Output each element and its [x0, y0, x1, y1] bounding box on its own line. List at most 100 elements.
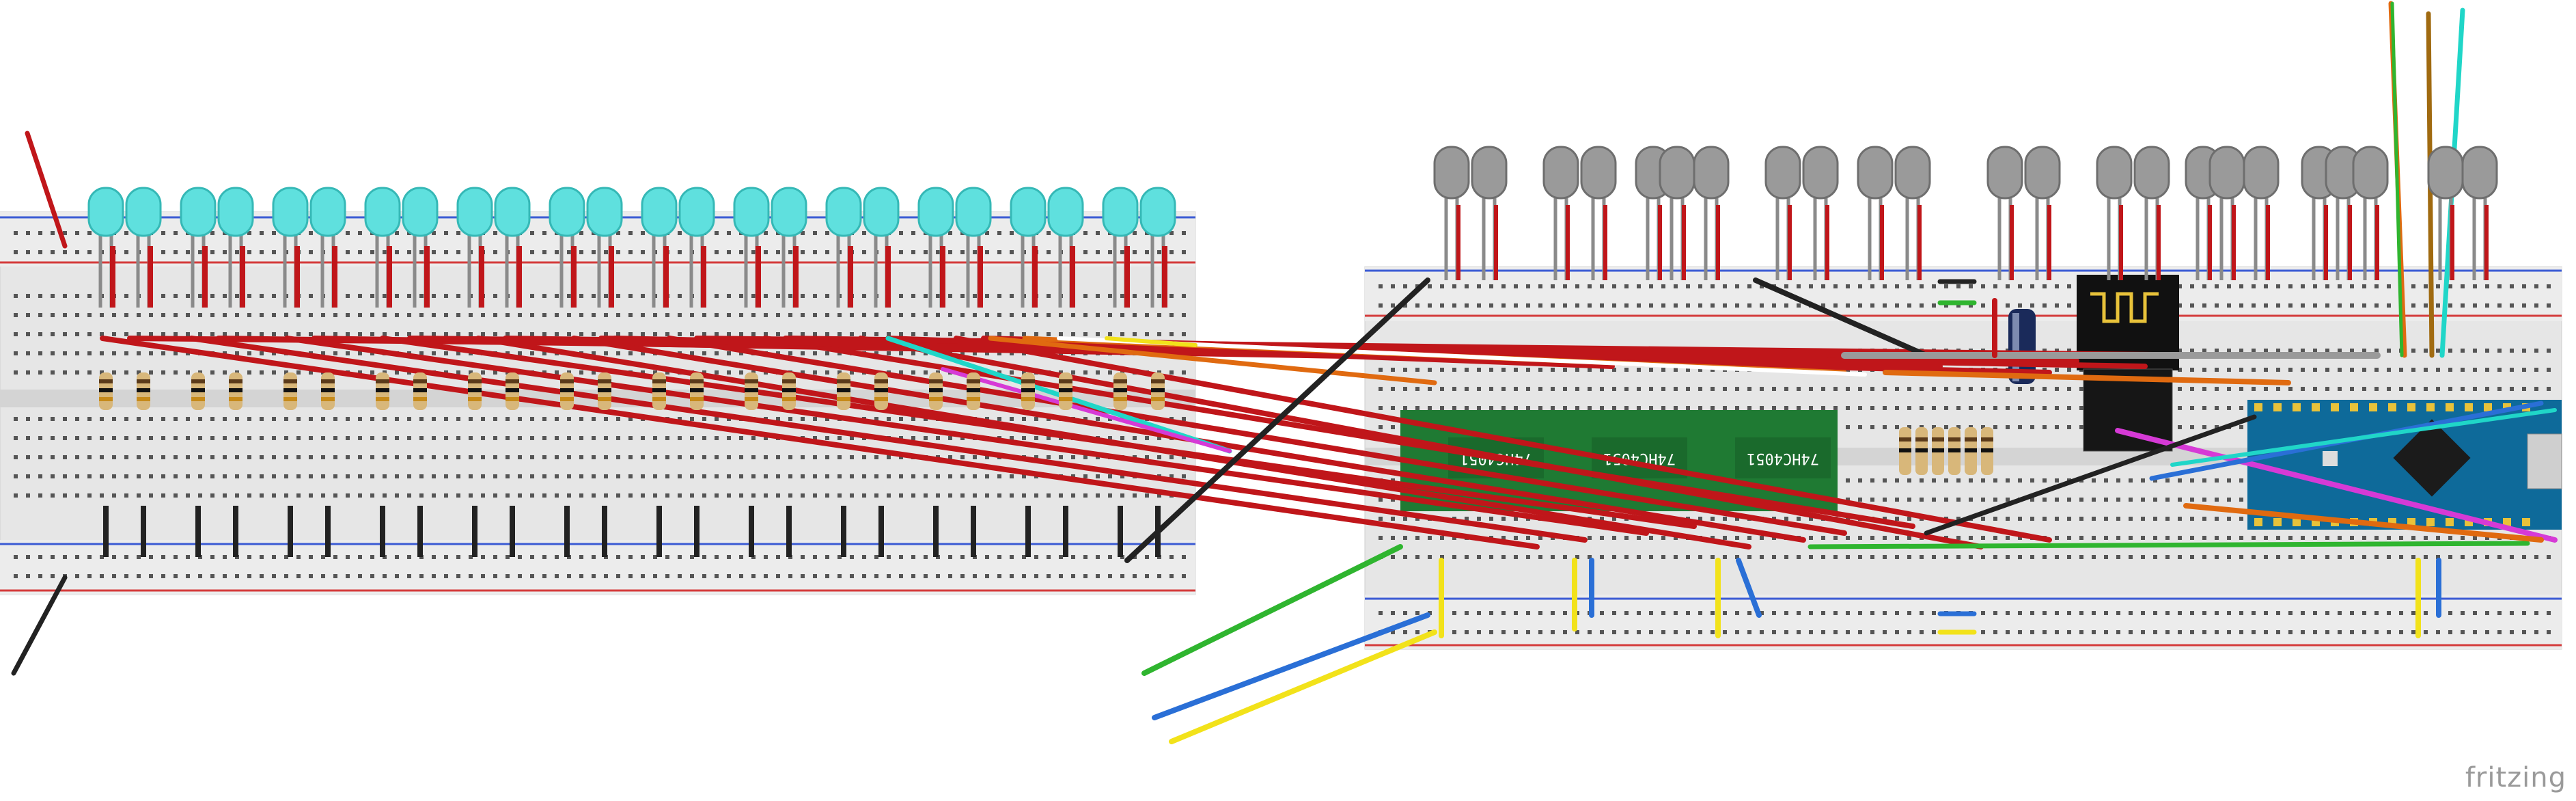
breadboard-hole: [333, 474, 337, 478]
reset-button[interactable]: [2323, 451, 2338, 466]
breadboard-hole: [2116, 498, 2120, 502]
breadboard-hole: [2448, 368, 2452, 372]
usb-connector[interactable]: [2527, 433, 2562, 489]
breadboard-hole: [75, 555, 79, 559]
breadboard-hole: [186, 455, 190, 459]
breadboard-hole: [1920, 303, 1924, 308]
breadboard-hole: [874, 474, 878, 478]
breadboard-hole: [1071, 313, 1075, 317]
breadboard-hole: [628, 351, 633, 355]
breadboard-hole: [1624, 284, 1629, 288]
breadboard-hole: [1489, 303, 1493, 308]
arduino-header-pin: [2350, 403, 2358, 411]
breadboard-hole: [2067, 517, 2071, 521]
breadboard-hole: [100, 574, 104, 578]
breadboard-hole: [2276, 368, 2280, 372]
breadboard-hole: [432, 294, 436, 298]
breadboard-hole: [223, 455, 227, 459]
breadboard-hole: [960, 574, 965, 578]
breadboard-hole: [1047, 455, 1051, 459]
breadboard-hole: [1956, 536, 1961, 540]
breadboard-hole: [1883, 425, 1887, 429]
breadboard-hole: [284, 555, 288, 559]
breadboard-hole: [1649, 555, 1653, 559]
breadboard-hole: [1059, 370, 1063, 375]
breadboard-hole: [1686, 555, 1690, 559]
breadboard-hole: [1575, 284, 1579, 288]
breadboard-hole: [1711, 303, 1715, 308]
breadboard-hole: [2227, 303, 2231, 308]
breadboard-hole: [862, 455, 866, 459]
breadboard-hole: [1133, 493, 1137, 498]
breadboard-hole: [2042, 425, 2047, 429]
breadboard-hole: [924, 332, 928, 336]
breadboard-hole: [149, 417, 153, 421]
breadboard-hole: [641, 493, 645, 498]
breadboard-hole: [2239, 349, 2243, 353]
resistor-band: [967, 379, 980, 383]
resistor-band: [690, 397, 704, 401]
breadboard-hole: [1145, 493, 1149, 498]
breadboard-hole: [1883, 387, 1887, 391]
breadboard-hole: [1477, 611, 1481, 615]
breadboard-hole: [2178, 555, 2182, 559]
breadboard-hole: [2374, 387, 2379, 391]
breadboard-hole: [38, 493, 42, 498]
breadboard-hole: [1858, 630, 1862, 634]
gray-led: [1857, 146, 1894, 200]
breadboard-hole: [1526, 611, 1530, 615]
breadboard-hole: [899, 455, 903, 459]
resistor-band: [229, 379, 243, 383]
breadboard-hole: [2178, 406, 2182, 410]
breadboard-hole: [2485, 630, 2489, 634]
breadboard-hole: [1797, 517, 1801, 521]
breadboard-hole: [1809, 555, 1813, 559]
breadboard-hole: [2239, 498, 2243, 502]
mux-chip-3[interactable]: 74HC4051: [1735, 437, 1831, 478]
breadboard-hole: [444, 231, 448, 235]
breadboard-hole: [690, 574, 694, 578]
breadboard-hole: [1711, 387, 1715, 391]
breadboard-hole: [1182, 294, 1186, 298]
arduino-nano[interactable]: [2247, 400, 2562, 530]
breadboard-hole: [174, 417, 178, 421]
breadboard-hole: [1538, 555, 1542, 559]
breadboard-hole: [1833, 284, 1838, 288]
breadboard-hole: [223, 313, 227, 317]
breadboard-hole: [38, 370, 42, 375]
breadboard-hole: [1465, 303, 1469, 308]
breadboard-hole: [1010, 351, 1014, 355]
cyan-led: [549, 187, 585, 237]
breadboard-hole: [198, 436, 202, 440]
breadboard-hole: [1379, 611, 1383, 615]
breadboard-hole: [592, 332, 596, 336]
breadboard-hole: [2178, 349, 2182, 353]
breadboard-hole: [2079, 425, 2083, 429]
breadboard-hole: [1108, 574, 1112, 578]
breadboard-hole: [26, 250, 30, 254]
breadboard-hole: [2374, 368, 2379, 372]
breadboard-hole: [1010, 231, 1014, 235]
breadboard-hole: [444, 474, 448, 478]
breadboard-hole: [235, 294, 239, 298]
breadboard-hole: [1760, 630, 1764, 634]
breadboard-hole: [1403, 368, 1407, 372]
breadboard-hole: [1612, 555, 1616, 559]
breadboard-hole: [75, 332, 79, 336]
breadboard-hole: [2141, 611, 2145, 615]
breadboard-hole: [1428, 303, 1432, 308]
breadboard-hole: [567, 332, 571, 336]
breadboard-hole: [456, 455, 460, 459]
breadboard-hole: [1108, 474, 1112, 478]
breadboard-hole: [2497, 630, 2502, 634]
gray-led: [1542, 146, 1579, 200]
breadboard-hole: [2276, 303, 2280, 308]
breadboard-hole: [1649, 368, 1653, 372]
breadboard-hole: [1747, 536, 1751, 540]
breadboard-hole: [1981, 387, 1985, 391]
breadboard-hole: [247, 555, 251, 559]
cyan-led: [733, 187, 770, 237]
breadboard-hole: [1096, 313, 1100, 317]
breadboard-hole: [2042, 478, 2047, 483]
breadboard-hole: [2042, 349, 2047, 353]
